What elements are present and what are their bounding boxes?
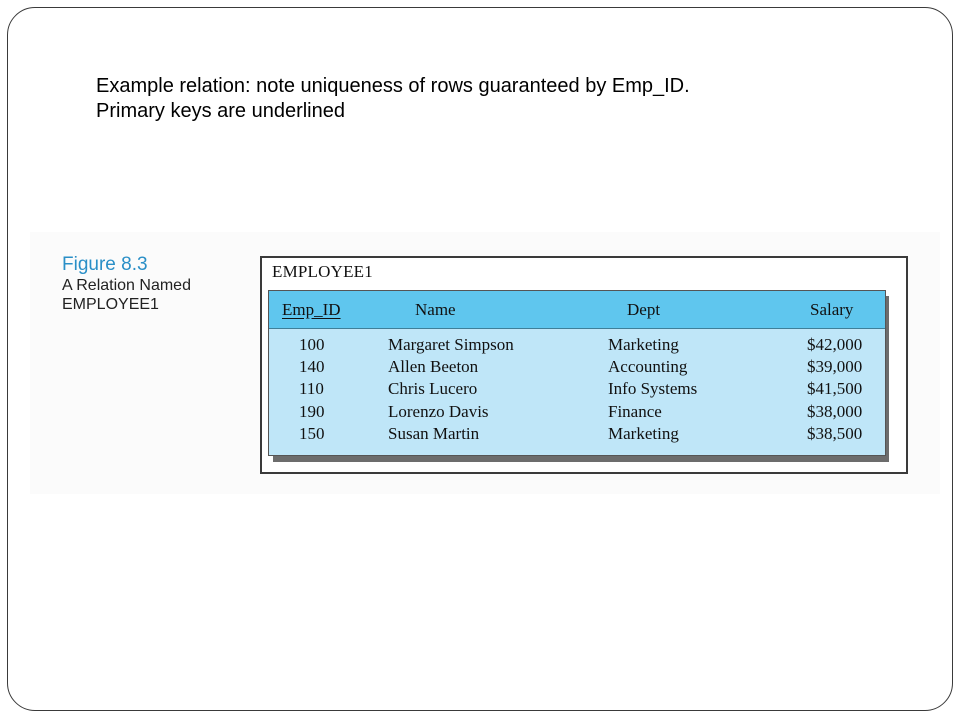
header-emp-id: Emp_ID <box>282 300 341 319</box>
table-row: 110 Chris Lucero Info Systems $41,500 <box>269 379 885 401</box>
cell-dept: Finance <box>608 402 662 421</box>
caption-line-2: Primary keys are underlined <box>96 100 345 122</box>
header-salary: Salary <box>810 300 854 319</box>
relation-table: Emp_ID Name Dept Salary 100 Margaret Sim… <box>268 290 886 456</box>
table-row: 150 Susan Martin Marketing $38,500 <box>269 424 885 446</box>
cell-salary: $38,500 <box>807 424 863 443</box>
cell-salary: $39,000 <box>807 357 863 376</box>
cell-salary: $42,000 <box>807 335 863 354</box>
cell-salary: $41,500 <box>807 379 863 398</box>
relation-name: EMPLOYEE1 <box>272 262 373 281</box>
cell-name: Margaret Simpson <box>388 335 514 354</box>
table-row: 140 Allen Beeton Accounting $39,000 <box>269 357 885 379</box>
header-dept: Dept <box>627 300 661 319</box>
caption-line-1: Example relation: note uniqueness of row… <box>96 75 690 97</box>
cell-name: Susan Martin <box>388 424 480 443</box>
table-row: 100 Margaret Simpson Marketing $42,000 <box>269 335 885 357</box>
cell-name: Chris Lucero <box>388 379 478 398</box>
cell-emp-id: 110 <box>299 379 324 398</box>
cell-name: Allen Beeton <box>388 357 479 376</box>
cell-emp-id: 100 <box>299 335 325 354</box>
cell-emp-id: 140 <box>299 357 325 376</box>
cell-emp-id: 150 <box>299 424 325 443</box>
figure-label: Figure 8.3 A Relation Named EMPLOYEE1 <box>62 254 191 314</box>
cell-salary: $38,000 <box>807 402 863 421</box>
figure-number: Figure 8.3 <box>62 254 148 275</box>
header-name: Name <box>415 300 456 319</box>
cell-dept: Accounting <box>608 357 688 376</box>
table-header-row: Emp_ID Name Dept Salary <box>269 291 885 329</box>
cell-dept: Marketing <box>608 424 679 443</box>
cell-dept: Info Systems <box>608 379 698 398</box>
figure-title-line-1: A Relation Named <box>62 277 191 294</box>
table-row: 190 Lorenzo Davis Finance $38,000 <box>269 402 885 424</box>
cell-dept: Marketing <box>608 335 679 354</box>
cell-emp-id: 190 <box>299 402 325 421</box>
figure-title-line-2: EMPLOYEE1 <box>62 296 159 313</box>
cell-name: Lorenzo Davis <box>388 402 489 421</box>
slide-caption: Example relation: note uniqueness of row… <box>96 74 856 124</box>
